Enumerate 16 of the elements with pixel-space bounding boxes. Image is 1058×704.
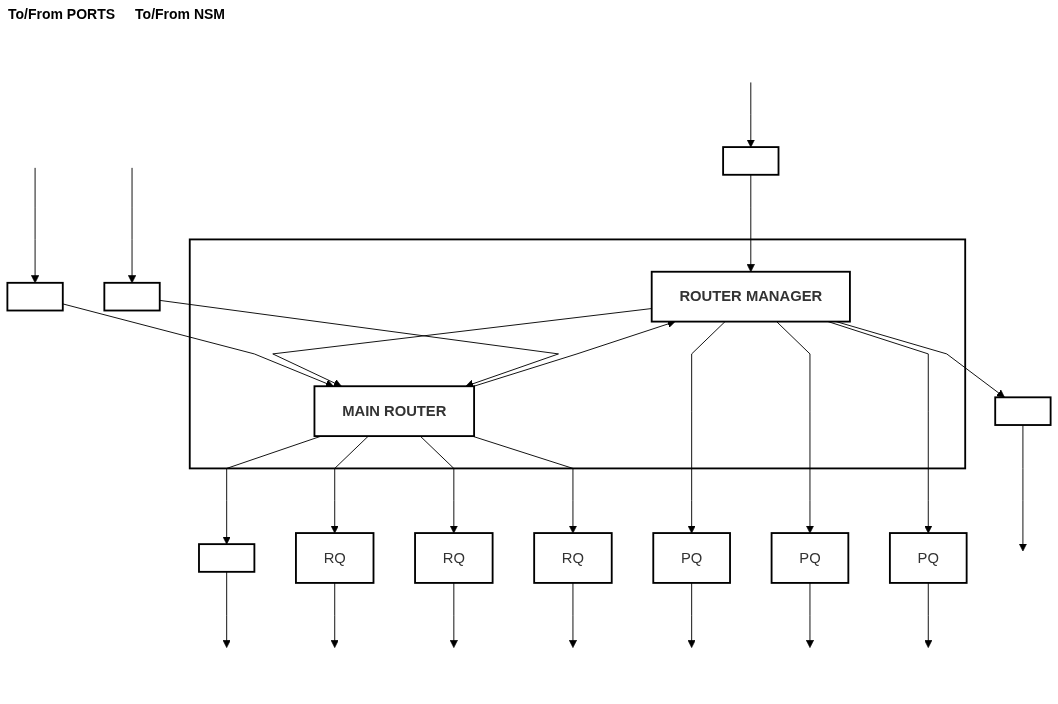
node-box: PQ	[770, 532, 850, 584]
node-box: PQ	[888, 532, 968, 584]
node-box	[198, 543, 256, 573]
node-box	[103, 281, 161, 312]
note-text: To/From PORTS	[8, 6, 116, 22]
node-box: RQ	[414, 532, 494, 584]
node-box: RQ	[295, 532, 375, 584]
node-box: ROUTER MANAGER	[650, 270, 851, 323]
node-box: RQ	[533, 532, 613, 584]
node-box	[6, 281, 64, 312]
node-box	[722, 146, 780, 176]
node-box: PQ	[652, 532, 731, 584]
cluster	[188, 238, 967, 470]
node-box: MAIN ROUTER	[313, 385, 476, 438]
note-text: To/From NSM	[135, 6, 226, 22]
node-box	[994, 396, 1052, 426]
